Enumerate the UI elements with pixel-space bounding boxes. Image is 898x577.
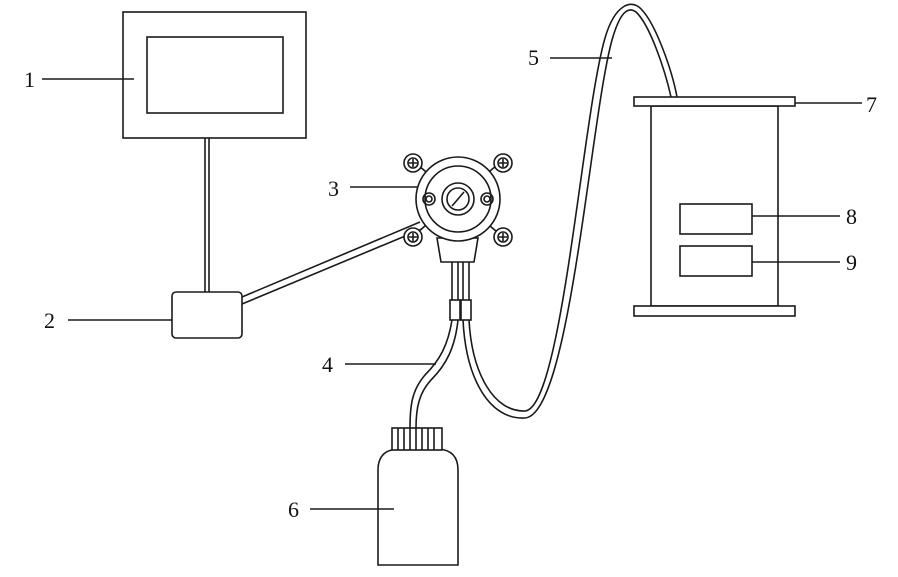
inlet-tube-edge: [415, 319, 459, 429]
tube-connector-left: [449, 299, 461, 321]
peristaltic-pump: [403, 153, 513, 263]
container-base: [633, 305, 796, 317]
tube-connector-right: [460, 299, 472, 321]
label-4: 4: [322, 352, 333, 377]
hub-slot: [451, 191, 465, 207]
label-8: 8: [846, 204, 857, 229]
cable-controller-pump: [241, 221, 421, 298]
label-1: 1: [24, 67, 35, 92]
outlet-tube-edge: [468, 3, 678, 412]
outlet-tube: [462, 9, 672, 419]
label-7: 7: [866, 92, 877, 117]
label-3: 3: [328, 176, 339, 201]
pump-tubes: [449, 262, 472, 321]
display-monitor: [122, 11, 307, 139]
element-8-box: [679, 203, 753, 235]
label-6: 6: [288, 497, 299, 522]
label-2: 2: [44, 308, 55, 333]
element-9-box: [679, 245, 753, 277]
sample-container: [633, 96, 796, 317]
screw-icon: [493, 227, 513, 247]
screw-icon: [403, 153, 423, 173]
screw-icon: [403, 227, 423, 247]
reagent-bottle: [377, 427, 459, 566]
screw-icon: [493, 153, 513, 173]
inlet-tube: [409, 319, 453, 429]
cable-controller-pump-edge: [241, 228, 423, 305]
controller-box: [171, 291, 243, 339]
container-lid: [633, 96, 796, 107]
label-9: 9: [846, 250, 857, 275]
label-5: 5: [528, 45, 539, 70]
